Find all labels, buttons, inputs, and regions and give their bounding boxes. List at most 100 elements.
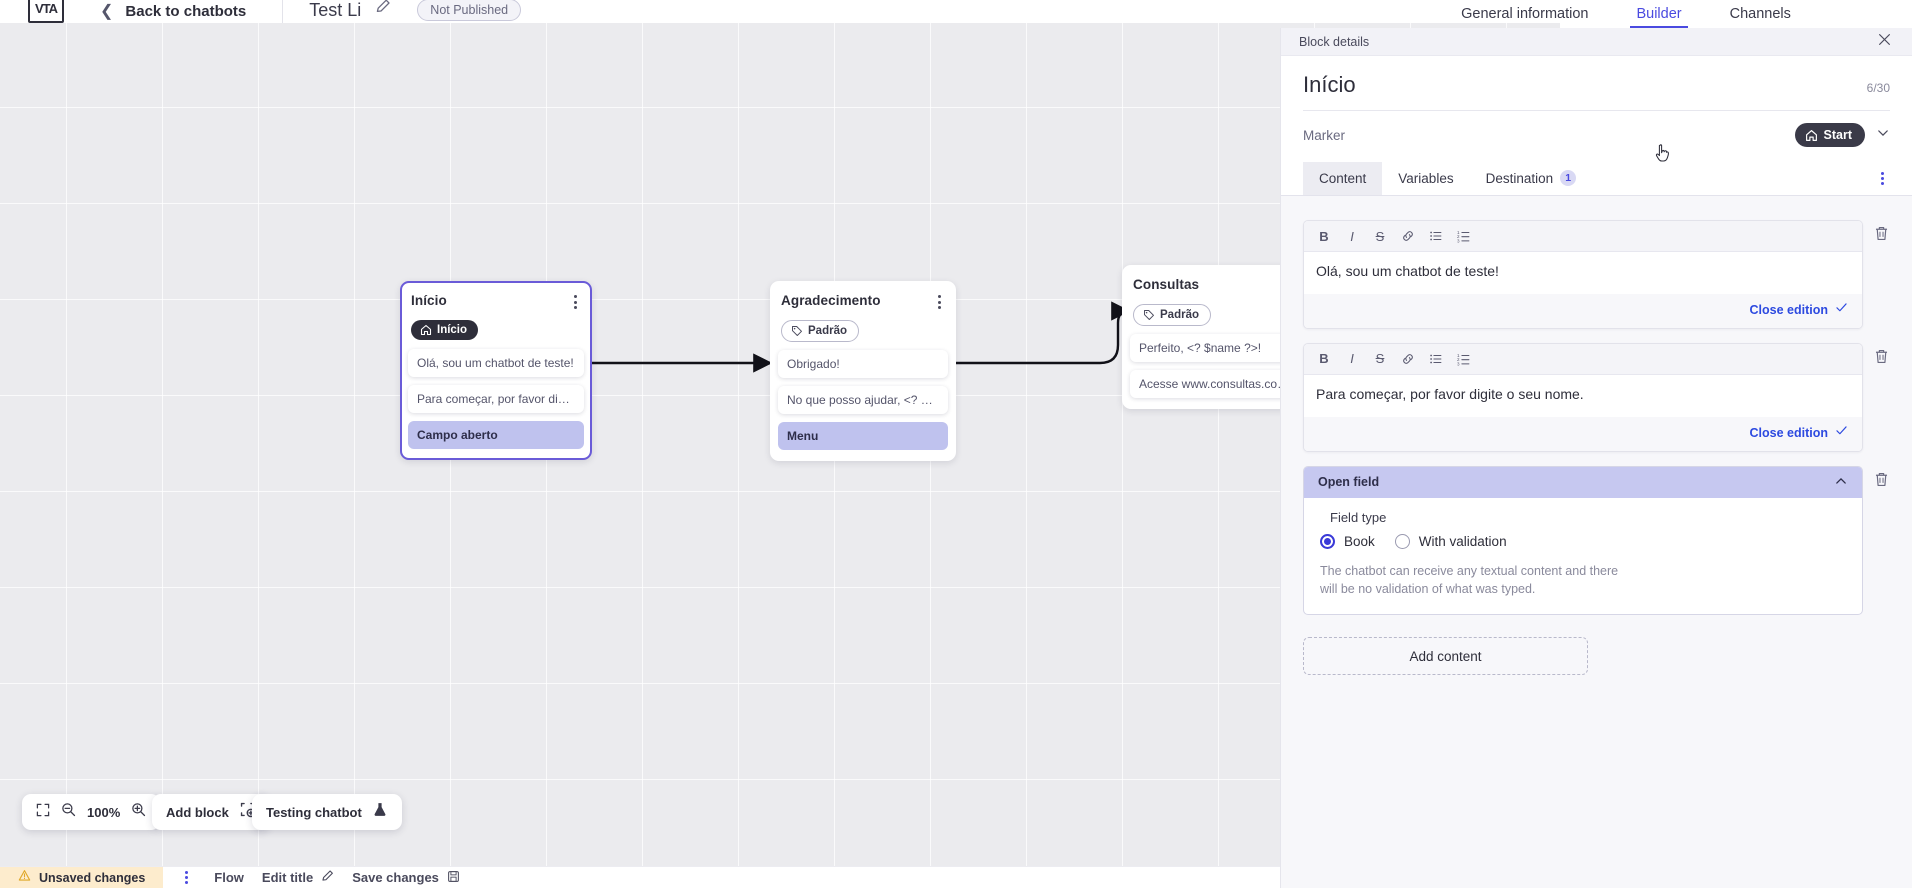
tab-variables[interactable]: Variables <box>1382 162 1469 195</box>
save-changes-button[interactable]: Save changes <box>352 870 460 886</box>
node-message[interactable]: No que posso ajudar, <? $name ... <box>778 386 948 414</box>
node-accent-row[interactable]: Campo aberto <box>408 421 584 449</box>
chatbot-title: Test Li <box>309 0 362 20</box>
edit-pencil-icon[interactable] <box>375 0 391 20</box>
chevron-down-icon[interactable] <box>1876 126 1890 145</box>
italic-icon[interactable]: I <box>1350 351 1354 367</box>
chevron-left-icon[interactable]: ❮ <box>100 3 114 20</box>
testing-chatbot-button[interactable]: Testing chatbot <box>252 794 402 830</box>
tag-icon <box>792 326 802 336</box>
close-edition-button[interactable]: Close edition <box>1749 425 1828 440</box>
tab-builder[interactable]: Builder <box>1630 0 1688 28</box>
delete-content-icon[interactable] <box>1873 466 1890 493</box>
block-name[interactable]: Início <box>1303 72 1356 97</box>
close-icon[interactable] <box>1877 32 1892 52</box>
radio-option-book[interactable]: Book <box>1320 533 1375 549</box>
zoom-in-icon[interactable] <box>131 802 146 822</box>
node-message[interactable]: Perfeito, <? $name ?>! <box>1130 334 1304 362</box>
node-message[interactable]: Obrigado! <box>778 350 948 378</box>
tab-destination[interactable]: Destination 1 <box>1470 161 1593 195</box>
tab-content-label: Content <box>1319 171 1367 186</box>
flow-node-inicio[interactable]: Início Início Olá, sou um chatbot de tes… <box>400 281 592 460</box>
field-type-label: Field type <box>1330 509 1387 525</box>
tab-general-information[interactable]: General information <box>1461 6 1589 22</box>
radio-dot <box>1394 533 1410 549</box>
strikethrough-icon[interactable]: S <box>1375 351 1385 367</box>
panel-header: Block details <box>1281 28 1912 56</box>
destination-count-badge: 1 <box>1560 170 1577 186</box>
add-content-button[interactable]: Add content <box>1303 637 1588 675</box>
node-header: Consultas <box>1133 277 1301 295</box>
check-icon[interactable] <box>1835 424 1848 442</box>
open-field-card[interactable]: Open field Field type Book <box>1303 465 1863 615</box>
zoom-out-icon[interactable] <box>61 802 76 822</box>
panel-more-menu-button[interactable] <box>1875 162 1890 195</box>
editor-text-content[interactable]: Olá, sou um chatbot de teste! <box>1304 252 1862 294</box>
warning-triangle-icon <box>18 869 31 887</box>
node-accent-row[interactable]: Menu <box>778 422 948 450</box>
chevron-up-icon[interactable] <box>1834 474 1848 491</box>
marker-control[interactable]: Start <box>1794 123 1890 147</box>
editor-text-content[interactable]: Para começar, por favor digite o seu nom… <box>1304 374 1604 417</box>
flow-node-agradecimento[interactable]: Agradecimento Padrão Obrigado! No que po… <box>770 281 956 461</box>
node-badge-label: Padrão <box>1160 309 1199 321</box>
node-title: Início <box>411 293 447 308</box>
add-block-button[interactable]: Add block <box>152 794 270 830</box>
radio-label: With validation <box>1418 533 1507 549</box>
link-icon[interactable] <box>1394 225 1422 247</box>
svg-text:2: 2 <box>1457 234 1460 239</box>
svg-text:1: 1 <box>1457 230 1460 235</box>
open-field-body: Field type Book With validation The <box>1304 498 1862 614</box>
check-icon[interactable] <box>1835 301 1848 319</box>
tab-variables-label: Variables <box>1398 171 1454 186</box>
node-message[interactable]: Olá, sou um chatbot de teste! <box>408 349 584 377</box>
edit-title-button[interactable]: Edit title <box>261 869 334 886</box>
node-badge-default: Padrão <box>781 320 859 342</box>
tab-destination-label: Destination <box>1485 170 1554 186</box>
tab-channels[interactable]: Channels <box>1729 6 1791 22</box>
testing-chatbot-label: Testing chatbot <box>266 804 362 820</box>
open-field-header[interactable]: Open field <box>1304 466 1862 498</box>
link-icon[interactable] <box>1394 348 1422 370</box>
radio-option-with-validation[interactable]: With validation <box>1394 533 1507 549</box>
content-block-open-field: Open field Field type Book <box>1303 465 1890 615</box>
open-field-description: The chatbot can receive any textual cont… <box>1320 563 1619 596</box>
back-to-chatbots-link[interactable]: Back to chatbots <box>125 3 247 20</box>
status-more-menu-button[interactable] <box>177 871 196 884</box>
marker-label: Marker <box>1303 127 1346 143</box>
flow-button[interactable]: Flow <box>214 870 244 885</box>
italic-icon[interactable]: I <box>1350 228 1354 244</box>
node-menu-button[interactable] <box>570 293 581 311</box>
add-block-label: Add block <box>166 804 229 820</box>
delete-content-icon[interactable] <box>1873 343 1890 370</box>
close-edition-button[interactable]: Close edition <box>1749 302 1828 317</box>
marker-value-pill[interactable]: Start <box>1794 123 1865 147</box>
node-message[interactable]: Acesse www.consultas.com par... <box>1130 370 1304 398</box>
top-bar: VTA ❮ Back to chatbots Test Li Not Publi… <box>0 0 1560 23</box>
block-name-counter: 6/30 <box>1866 81 1890 95</box>
node-badge-start: Início <box>411 320 479 340</box>
fit-view-icon[interactable] <box>36 803 50 822</box>
strikethrough-icon[interactable]: S <box>1375 228 1385 244</box>
tab-content[interactable]: Content <box>1303 162 1383 195</box>
radio-label: Book <box>1344 533 1375 549</box>
bullet-list-icon[interactable] <box>1422 225 1450 247</box>
flow-label: Flow <box>214 870 244 885</box>
bullet-list-icon[interactable] <box>1422 348 1450 370</box>
app-logo-icon[interactable]: VTA <box>28 0 64 23</box>
node-message[interactable]: Para começar, por favor digite o ... <box>408 385 584 413</box>
bold-icon[interactable]: B <box>1319 351 1329 367</box>
delete-content-icon[interactable] <box>1873 220 1890 247</box>
edit-title-label: Edit title <box>261 870 314 885</box>
bold-icon[interactable]: B <box>1319 228 1329 244</box>
status-bar: Unsaved changes Flow Edit title Save cha… <box>0 866 1560 888</box>
panel-block-summary: Início 6/30 Marker Start <box>1281 56 1912 161</box>
node-menu-button[interactable] <box>934 293 945 311</box>
panel-title-row: Início 6/30 <box>1303 72 1890 98</box>
